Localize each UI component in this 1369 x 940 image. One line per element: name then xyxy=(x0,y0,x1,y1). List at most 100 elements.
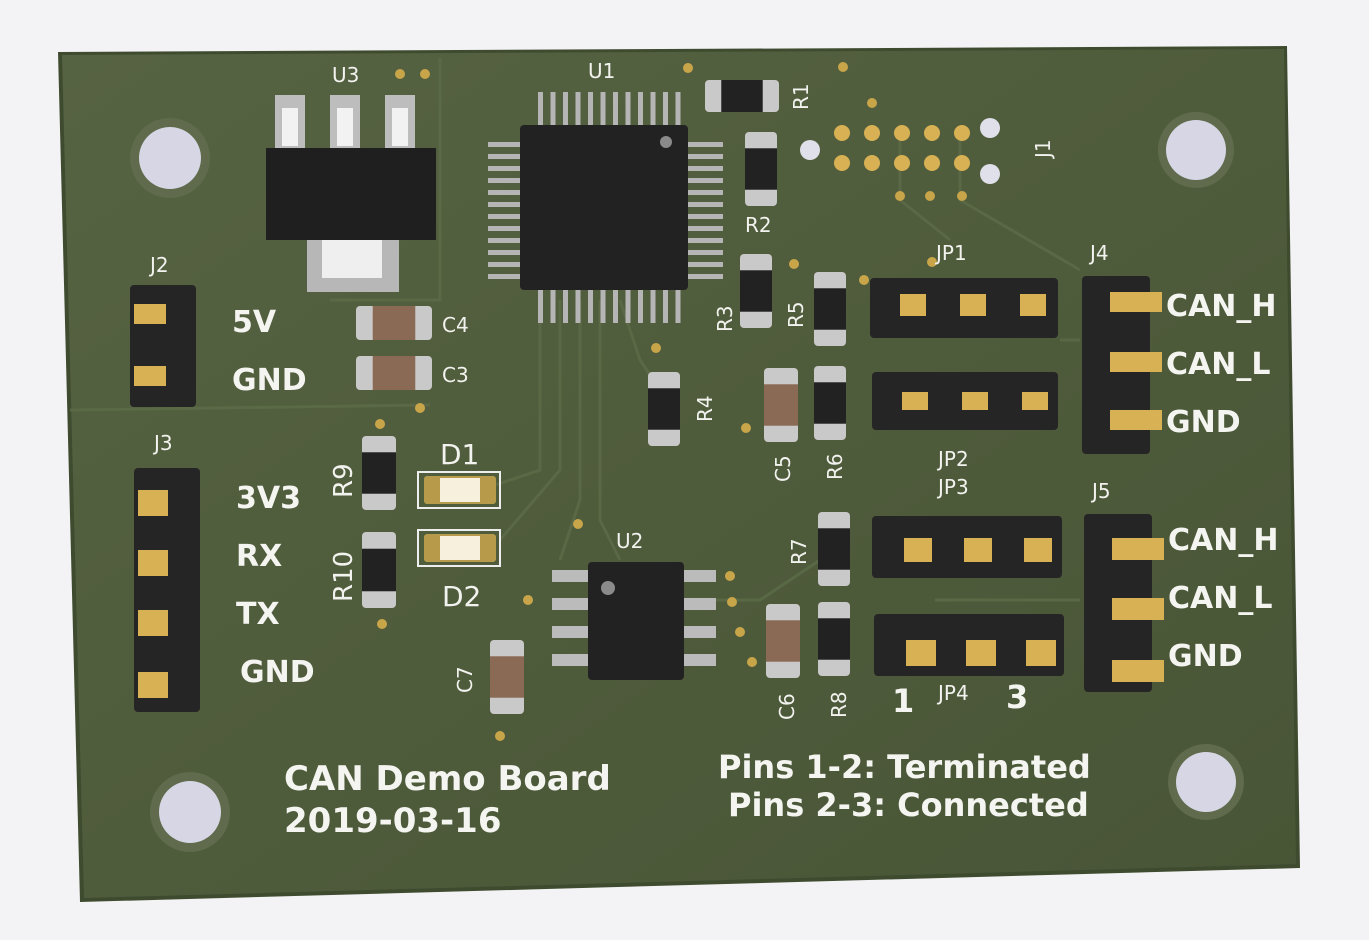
u1-pin xyxy=(663,92,668,128)
via xyxy=(377,619,387,629)
ref-c5: C5 xyxy=(771,455,795,482)
label-jp-pin1: 1 xyxy=(892,682,914,720)
component-body xyxy=(490,656,524,698)
via xyxy=(375,419,385,429)
jp2-jumper xyxy=(872,372,1058,430)
j1-pin xyxy=(894,155,910,171)
u1-microcontroller xyxy=(488,92,723,323)
smd-components xyxy=(356,80,967,741)
u1-pin xyxy=(625,92,631,128)
j4-header xyxy=(1082,276,1162,454)
ref-r2: R2 xyxy=(745,213,772,237)
via xyxy=(789,259,799,269)
u1-body xyxy=(520,125,688,290)
component-body xyxy=(766,620,800,662)
component-body xyxy=(362,548,396,592)
note-line-2: Pins 2-3: Connected xyxy=(728,786,1089,824)
via xyxy=(859,275,869,285)
u1-pin xyxy=(685,238,723,243)
j1-header xyxy=(834,125,970,171)
ref-jp1: JP1 xyxy=(934,241,967,265)
via xyxy=(741,423,751,433)
u1-pin xyxy=(488,262,523,267)
ref-u1: U1 xyxy=(588,59,615,83)
label-j5-gnd: GND xyxy=(1168,639,1243,674)
u1-pin xyxy=(638,287,643,323)
label-j3-gnd: GND xyxy=(240,655,315,690)
label-j5-canl: CAN_L xyxy=(1168,581,1272,616)
ref-r10: R10 xyxy=(329,551,359,602)
ref-j3: J3 xyxy=(152,431,173,455)
u1-pin xyxy=(488,142,523,147)
u1-pin xyxy=(488,154,523,159)
u1-pin xyxy=(685,214,723,219)
u1-pin xyxy=(663,287,668,323)
ref-d2: D2 xyxy=(442,580,481,613)
ref-j1: J1 xyxy=(1031,139,1055,160)
u1-pin xyxy=(563,92,568,128)
ref-r8: R8 xyxy=(827,691,851,718)
label-j3-3v3: 3V3 xyxy=(236,481,301,516)
u1-pin xyxy=(588,287,593,323)
board-title: CAN Demo Board xyxy=(284,759,611,799)
u1-pin xyxy=(488,238,523,243)
j1-pin xyxy=(894,125,910,141)
component-body xyxy=(745,148,777,190)
u1-pin xyxy=(675,287,681,323)
ref-jp3: JP3 xyxy=(936,475,969,499)
label-j2-5v: 5V xyxy=(232,305,277,340)
j2-header xyxy=(130,285,196,407)
u1-pin xyxy=(488,274,523,279)
ref-c6: C6 xyxy=(775,693,799,720)
u1-pin xyxy=(488,166,523,171)
via xyxy=(523,595,533,605)
ref-d1: D1 xyxy=(440,438,479,471)
j1-pin xyxy=(864,155,880,171)
via xyxy=(927,257,937,267)
label-j4-canh: CAN_H xyxy=(1166,289,1276,324)
ref-r4: R4 xyxy=(693,395,717,422)
ref-r9: R9 xyxy=(329,463,359,498)
note-line-1: Pins 1-2: Terminated xyxy=(718,748,1091,786)
u1-pin xyxy=(685,154,723,159)
via xyxy=(747,657,757,667)
j1-pin xyxy=(954,125,970,141)
u1-pin xyxy=(650,92,656,128)
u1-pin xyxy=(488,202,523,207)
label-j2-gnd: GND xyxy=(232,363,307,398)
jp4-jumper xyxy=(874,614,1064,676)
label-jp-pin3: 3 xyxy=(1006,678,1028,716)
u1-pin xyxy=(488,250,523,255)
ref-c3: C3 xyxy=(442,363,469,387)
via xyxy=(895,191,905,201)
via xyxy=(727,597,737,607)
u1-pin xyxy=(685,226,723,231)
via xyxy=(651,343,661,353)
u1-pin xyxy=(685,178,723,183)
u1-pin xyxy=(575,92,581,128)
u1-pin xyxy=(675,92,681,128)
component-body xyxy=(372,356,416,390)
u1-pin xyxy=(685,142,723,147)
board-date: 2019-03-16 xyxy=(284,801,501,841)
via xyxy=(735,627,745,637)
j1-pin xyxy=(864,125,880,141)
component-body xyxy=(372,306,416,340)
u1-pin xyxy=(650,287,656,323)
via xyxy=(495,731,505,741)
ref-r5: R5 xyxy=(784,301,808,328)
component-body xyxy=(721,80,763,112)
ref-c4: C4 xyxy=(442,313,469,337)
u1-pin xyxy=(600,287,606,323)
j1-pin xyxy=(834,155,850,171)
ref-j2: J2 xyxy=(148,253,169,277)
j1-pin xyxy=(924,125,940,141)
ref-r3: R3 xyxy=(713,305,737,332)
u2-transceiver xyxy=(552,562,716,680)
u1-pin xyxy=(685,202,723,207)
u1-pin xyxy=(550,92,556,128)
component-body xyxy=(818,528,850,570)
label-j4-canl: CAN_L xyxy=(1166,347,1270,382)
u1-pin xyxy=(488,190,523,195)
ref-jp2: JP2 xyxy=(936,447,969,471)
